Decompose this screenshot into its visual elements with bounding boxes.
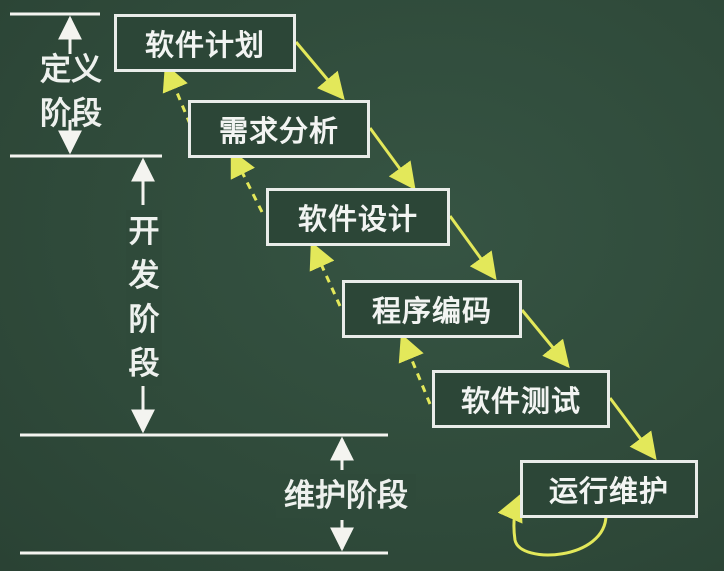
stage-box-requirements-analysis: 需求分析	[188, 100, 370, 158]
stage-box-operation-maintenance: 运行维护	[520, 460, 698, 518]
stage-label: 软件计划	[144, 28, 265, 62]
stage-label: 需求分析	[218, 114, 339, 148]
stage-box-software-design: 软件设计	[266, 188, 450, 246]
stage-box-software-plan: 软件计划	[114, 14, 296, 72]
forward-arrow-5	[608, 397, 657, 461]
stage-label: 程序编码	[371, 294, 492, 328]
phase-label-maintenance-text: 维护阶段	[284, 478, 408, 514]
forward-arrow-3	[448, 215, 497, 281]
stage-label: 软件测试	[460, 384, 581, 418]
stage-box-coding: 程序编码	[342, 280, 522, 338]
phase-label-definition-text: 定义阶段	[40, 52, 102, 132]
maintenance-loop-arrow	[497, 493, 608, 557]
feedback-arrow-4	[398, 333, 432, 405]
stage-label: 软件设计	[297, 202, 418, 236]
forward-arrow-4	[520, 309, 570, 369]
phase-label-development-text: 开发阶段	[128, 214, 160, 382]
phase-label-definition: 定义阶段	[36, 48, 106, 136]
stage-label: 运行维护	[548, 474, 669, 508]
stage-box-software-testing: 软件测试	[432, 370, 610, 428]
phase-label-maintenance: 维护阶段	[276, 474, 416, 518]
forward-arrow-2	[368, 127, 416, 191]
phase-label-development: 开发阶段	[126, 210, 162, 386]
feedback-arrow-2	[230, 149, 264, 213]
feedback-arrow-1	[162, 63, 192, 125]
forward-arrow-1	[294, 41, 345, 101]
feedback-arrow-3	[309, 241, 342, 307]
